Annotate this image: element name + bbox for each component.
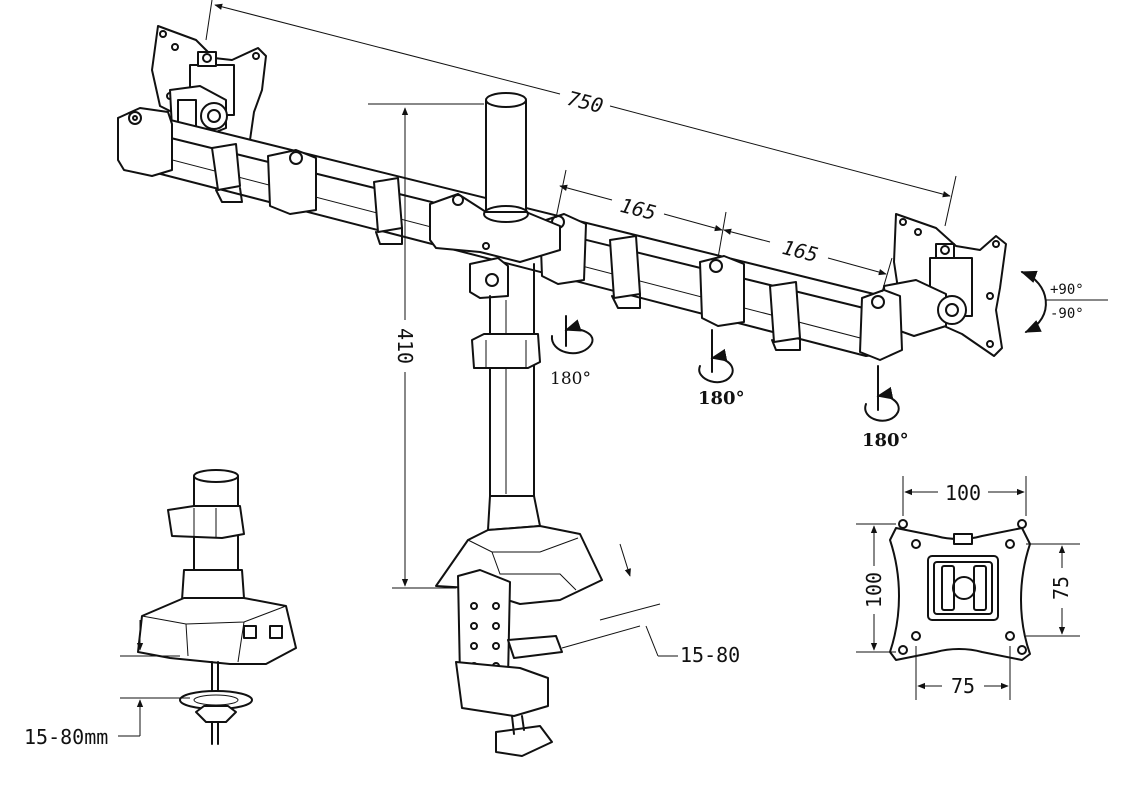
dim-label-165-b: 165 xyxy=(780,235,821,267)
vesa-label-left: 100 xyxy=(862,572,886,608)
central-pole xyxy=(429,92,603,757)
tilt-up-label: +90° xyxy=(1050,282,1084,298)
vesa-label-top: 100 xyxy=(945,481,981,505)
swivel-label-middle: 180° xyxy=(698,388,745,409)
dim-label-grommet: 15-80mm xyxy=(24,725,108,749)
dim-label-410: 410 xyxy=(393,328,417,364)
vesa-label-bottom: 75 xyxy=(951,674,975,698)
dimension-clamp xyxy=(561,543,678,657)
swivel-arrows xyxy=(552,316,900,422)
dimension-165-pair xyxy=(555,169,893,293)
tilt-arrows xyxy=(1020,270,1108,333)
swivel-label-left: 180° xyxy=(550,369,591,389)
dim-label-750: 750 xyxy=(565,86,606,118)
dimension-750 xyxy=(205,0,957,227)
grommet-mount xyxy=(118,469,297,745)
vesa-detail xyxy=(856,476,1080,700)
swivel-label-right: 180° xyxy=(862,430,909,451)
dim-label-165-a: 165 xyxy=(618,193,659,225)
right-vesa-plate xyxy=(859,213,1007,361)
dimension-410 xyxy=(368,103,484,589)
tilt-down-label: -90° xyxy=(1050,306,1084,322)
vesa-label-right: 75 xyxy=(1049,576,1073,600)
dim-label-clamp: 15-80 xyxy=(680,643,740,667)
